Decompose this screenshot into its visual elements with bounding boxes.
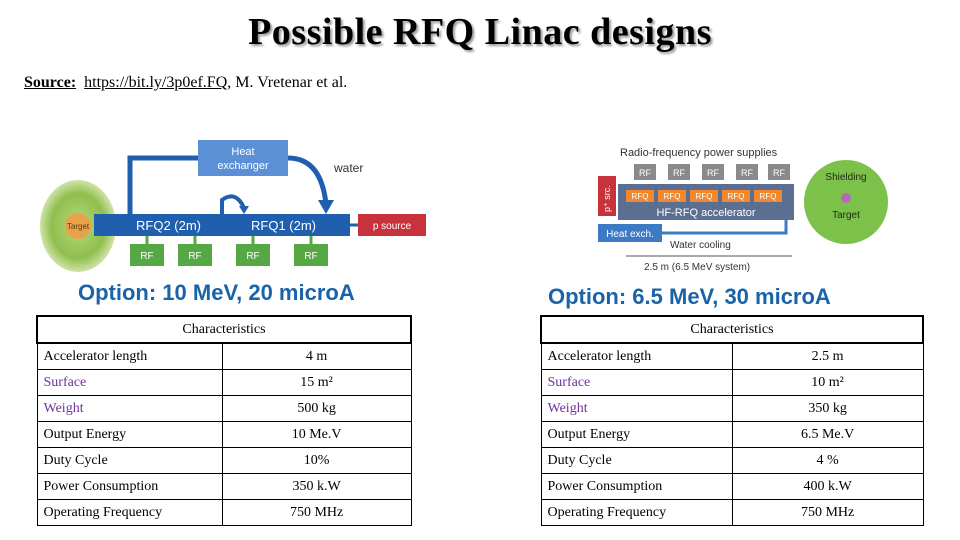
table-header: Characteristics [540,315,924,344]
p-source-label: p source [373,221,412,232]
right-linac-diagram: Radio-frequency power supplies RF RF RF … [596,140,890,276]
target-core [65,213,91,239]
heat-exchanger-box [198,140,288,176]
water-cooling-label: Water cooling [670,240,731,251]
svg-text:RF: RF [639,168,651,178]
target-dot [841,193,851,203]
rf-supply-boxes [634,164,790,180]
target-label: Target [67,222,90,231]
source-line: Source: https://bit.ly/3p0ef.FQ, M. Vret… [24,74,347,92]
svg-text:RFQ: RFQ [760,192,777,201]
svg-text:RFQ: RFQ [728,192,745,201]
svg-text:RF: RF [304,251,317,262]
source-link[interactable]: https://bit.ly/3p0ef.FQ [84,74,228,91]
svg-text:RF: RF [773,168,785,178]
p-source-box [358,214,426,236]
left-linac-diagram: Target RFQ2 (2m) RFQ1 (2m) p source Heat… [36,134,428,276]
svg-text:RF: RF [707,168,719,178]
heat-exch-box [598,224,662,242]
option-right-label: Option: 6.5 MeV, 30 microA [548,284,831,309]
svg-text:RFQ: RFQ [696,192,713,201]
shielding-label: Shielding [825,172,866,183]
heat-exchanger-line1: Heat [231,146,254,158]
target-label-right: Target [832,210,860,221]
hf-rfq-label: HF-RFQ accelerator [656,207,755,219]
p-src-box [598,176,616,216]
rfq-line-bar [94,214,350,236]
rf-supplies-label: Radio-frequency power supplies [620,147,778,159]
table-header: Characteristics [36,315,412,344]
option-left-label: Option: 10 MeV, 20 microA [78,280,355,305]
svg-text:RF: RF [673,168,685,178]
rfq2-label: RFQ2 (2m) [136,218,201,233]
svg-text:RFQ: RFQ [632,192,649,201]
svg-text:RF: RF [741,168,753,178]
source-label: Source: [24,74,77,91]
rf-boxes: RF RF RF RF [130,236,328,266]
svg-text:RF: RF [140,251,153,262]
water-label: water [333,161,363,175]
length-label: 2.5 m (6.5 MeV system) [644,262,750,273]
svg-text:RF: RF [188,251,201,262]
svg-text:RFQ: RFQ [664,192,681,201]
svg-text:RF: RF [246,251,259,262]
p-src-label: p⁺ src. [602,185,612,212]
heat-exch-label: Heat exch. [606,229,654,240]
page-title: Possible RFQ Linac designs [248,11,712,53]
rfq1-label: RFQ1 (2m) [251,218,316,233]
rfq-cells [626,190,782,202]
heat-exchanger-line2: exchanger [217,160,269,172]
source-authors: , M. Vretenar et al. [227,74,348,91]
